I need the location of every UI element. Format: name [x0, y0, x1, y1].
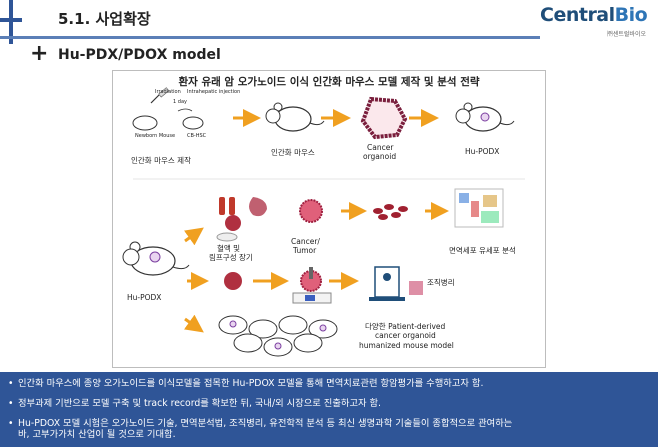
organoid-label-2: organoid	[363, 152, 397, 161]
model-label-3: humanized mouse model	[359, 341, 454, 350]
bullet-2: •정부과제 기반으로 모델 구축 및 track record를 확보한 뒤, …	[8, 398, 382, 409]
humanized-mouse-label: 인간화 마우스	[271, 148, 315, 157]
header-underline	[0, 36, 540, 39]
header-plus-horizontal	[0, 18, 22, 22]
mouse-group-icon	[218, 315, 338, 357]
newborn-mouse-illustration	[132, 87, 204, 131]
section-title: 5.1. 사업확장	[58, 10, 151, 28]
cancer-tumor-icon	[299, 199, 323, 223]
patho-label: 조직병리	[427, 278, 455, 287]
day-label: 1 day	[173, 99, 187, 105]
bullet-1: •인간화 마우스에 종양 오가노이드를 이식모델을 접목한 Hu-PDOX 모델…	[8, 378, 484, 389]
blood-label-2: 림프구성 장기	[209, 253, 253, 262]
company-logo: CentralBio ㈜센트럴바이오	[540, 4, 652, 40]
cancer-organoid-icon	[360, 96, 408, 140]
header-plus-vertical	[9, 0, 13, 44]
hupodx-label: Hu-PODX	[465, 147, 500, 156]
injection-label: Intrahepatic injection	[187, 89, 241, 95]
blood-organ-icon	[216, 197, 267, 242]
plus-icon: +	[30, 41, 49, 66]
cancer-label-1: Cancer/	[291, 237, 320, 246]
footer-bullets: •인간화 마우스에 종양 오가노이드를 이식모델을 접목한 Hu-PDOX 모델…	[0, 372, 658, 447]
hupdox-label: Hu-PODX	[127, 293, 162, 302]
hupdox-big-mouse-icon	[122, 241, 190, 276]
humanize-label: 인간화 마우스 제작	[131, 156, 191, 165]
figure-title: 환자 유래 암 오가노이드 이식 인간화 마우스 모델 제작 및 분석 전략	[178, 76, 480, 88]
slide-dropper-icon	[292, 267, 332, 304]
cells-label: CB-HSC	[187, 133, 207, 139]
organoid-label-1: Cancer	[367, 143, 394, 152]
hupodx-mouse-icon	[455, 102, 515, 132]
cells-icon	[373, 204, 408, 220]
figure-illustrations	[122, 87, 525, 357]
irradiation-label: Irradiation	[155, 89, 181, 95]
strategy-figure: 환자 유래 암 오가노이드 이식 인간화 마우스 모델 제작 및 분석 전략	[112, 70, 546, 368]
logo-text: CentralBio	[540, 4, 648, 26]
model-label-1: 다양한 Patient-derived	[365, 322, 446, 331]
logo-subtext: ㈜센트럴바이오	[606, 31, 646, 38]
newborn-label: Newborn Mouse	[135, 133, 176, 139]
bullet-3: •Hu-PDOX 모델 시험은 오가노이드 기술, 면역분석법, 조직병리, 유…	[8, 418, 513, 429]
slide-header: 5.1. 사업확장 CentralBio ㈜센트럴바이오	[0, 0, 658, 44]
microscope-icon	[369, 266, 423, 301]
humanized-mouse-icon	[265, 102, 325, 132]
cancer-label-2: Tumor	[293, 246, 317, 255]
slide-subtitle: Hu-PDX/PDOX model	[58, 47, 221, 63]
model-label-2: cancer organoid	[375, 331, 436, 340]
bullet-3-cont: 바, 고부가가치 산업이 될 것으로 기대함.	[18, 429, 176, 440]
flow-cytometry-plots	[454, 188, 504, 228]
blood-label-1: 혈액 및	[217, 244, 241, 253]
immune-label: 면역세포 유세포 분석	[449, 246, 516, 255]
